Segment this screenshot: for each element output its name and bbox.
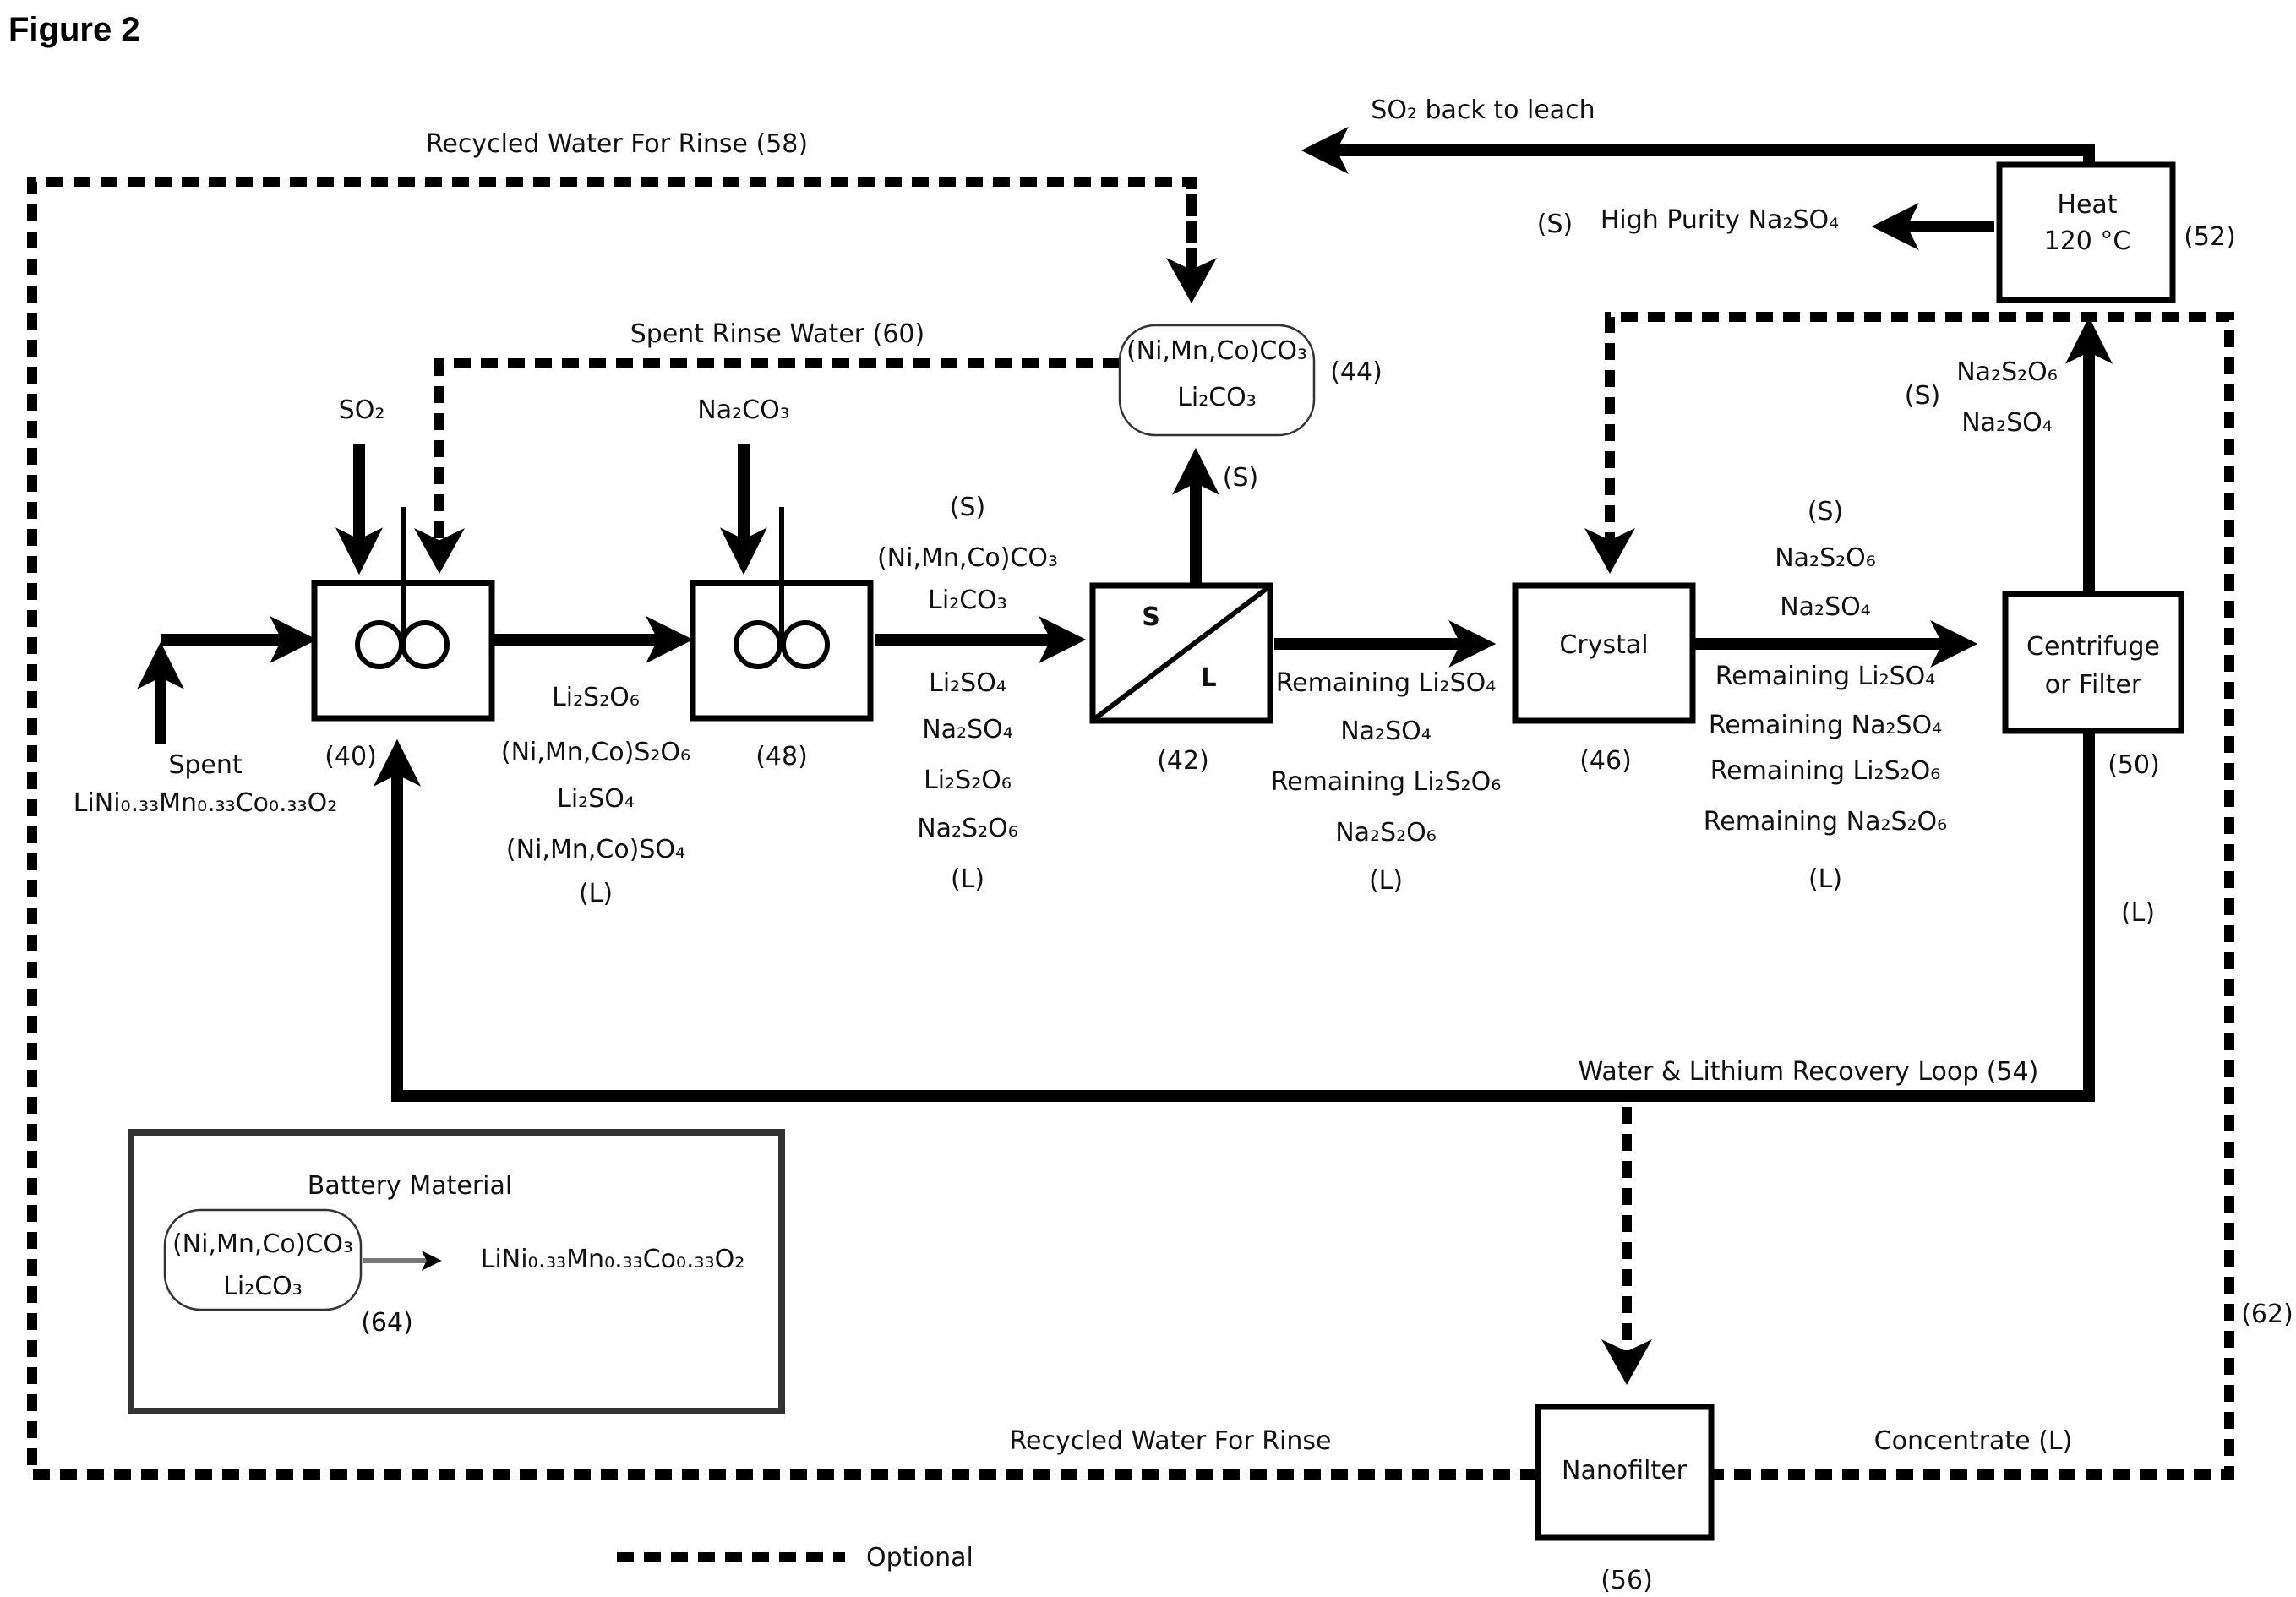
stream-label: Li₂SO₄ bbox=[929, 668, 1006, 698]
centrifuge-solid-item: Na₂S₂O₆ bbox=[1956, 357, 2058, 387]
na2co3-input-label: Na₂CO₃ bbox=[697, 395, 789, 425]
centrifuge-or-filter bbox=[2002, 591, 2184, 734]
stream-label: (Ni,Mn,Co)S₂O₆ bbox=[501, 738, 690, 767]
stream-label: Na₂S₂O₆ bbox=[1335, 818, 1437, 848]
crystallizer bbox=[1512, 582, 1696, 724]
heater-line1: Heat bbox=[2057, 190, 2117, 220]
leach-reactor-ref: (40) bbox=[324, 742, 377, 771]
centrifuge-solid-phase: (S) bbox=[1905, 381, 1940, 411]
spent-rinse-water-line bbox=[414, 358, 1120, 574]
solid-liquid-separator bbox=[1089, 582, 1273, 724]
stream-label: Na₂SO₄ bbox=[1780, 592, 1871, 622]
heater bbox=[1996, 161, 2176, 303]
precipitation-reactor bbox=[690, 507, 874, 722]
stream-label: Na₂S₂O₆ bbox=[1775, 543, 1876, 573]
nanofilter bbox=[1535, 1404, 1715, 1541]
concentrate-recycle-line bbox=[1584, 312, 2234, 1480]
centrifuge-solid-item: Na₂SO₄ bbox=[1961, 408, 2053, 438]
stream-label: Li₂S₂O₆ bbox=[552, 683, 640, 712]
centrifuge-ref: (50) bbox=[2108, 750, 2160, 780]
stream-label: Na₂SO₄ bbox=[1340, 717, 1432, 746]
separator-solid-label: S bbox=[1142, 602, 1160, 632]
stream-label: Remaining Li₂SO₄ bbox=[1715, 662, 1936, 691]
separator-ref: (42) bbox=[1157, 746, 1209, 776]
high-purity-phase-label: (S) bbox=[1537, 210, 1573, 239]
stream-label: (L) bbox=[951, 864, 984, 894]
stream-label: Li₂SO₄ bbox=[557, 784, 635, 814]
separator-liquid-label: L bbox=[1200, 663, 1216, 693]
crystallizer-ref: (46) bbox=[1579, 746, 1632, 776]
high-purity-na2so4-label: High Purity Na₂SO₄ bbox=[1601, 205, 1839, 235]
crystal-solid-stream-labels: (S) Na₂S₂O₆ Na₂SO₄ bbox=[1775, 497, 1876, 622]
spent-input-label: Spent bbox=[168, 750, 243, 780]
stream-label: (S) bbox=[950, 493, 985, 522]
battery-material-title: Battery Material bbox=[308, 1171, 512, 1201]
nanofilter-label: Nanofilter bbox=[1562, 1456, 1688, 1485]
stream-label: Remaining Na₂S₂O₆ bbox=[1704, 807, 1947, 837]
legend-optional-label: Optional bbox=[866, 1543, 973, 1572]
battery-product-formula: LiNi₀.₃₃Mn₀.₃₃Co₀.₃₃O₂ bbox=[481, 1245, 745, 1274]
leach-out-stream-labels: Li₂S₂O₆ (Ni,Mn,Co)S₂O₆ Li₂SO₄ (Ni,Mn,Co)… bbox=[501, 683, 690, 908]
centrifuge-line2: or Filter bbox=[2045, 670, 2142, 700]
stream-label: Remaining Li₂SO₄ bbox=[1276, 668, 1497, 698]
concentrate-label: Concentrate (L) bbox=[1874, 1426, 2073, 1456]
battery-precursor-line2: Li₂CO₃ bbox=[223, 1272, 303, 1301]
spent-material-formula: LiNi₀.₃₃Mn₀.₃₃Co₀.₃₃O₂ bbox=[74, 788, 338, 818]
so2-input-label: SO₂ bbox=[339, 395, 385, 425]
stream-label: (S) bbox=[1808, 497, 1843, 526]
stream-label: (Ni,Mn,Co)SO₄ bbox=[506, 835, 685, 864]
leach-reactor bbox=[311, 507, 495, 722]
carbonate-product-ref: (44) bbox=[1330, 357, 1383, 387]
recovery-loop-54-label: Water & Lithium Recovery Loop (54) bbox=[1579, 1057, 2039, 1087]
precip-reactor-ref: (48) bbox=[755, 742, 808, 771]
crystallizer-label: Crystal bbox=[1559, 630, 1648, 660]
crystal-liquid-stream-labels: Remaining Li₂SO₄ Remaining Na₂SO₄ Remain… bbox=[1704, 662, 1947, 894]
stream-label: Remaining Li₂S₂O₆ bbox=[1710, 756, 1941, 786]
so2-back-to-leach-label: SO₂ back to leach bbox=[1371, 95, 1595, 125]
so2-back-arrow bbox=[1301, 127, 2095, 174]
stream-label: (L) bbox=[1369, 866, 1403, 896]
carbonate-product-line1: (Ni,Mn,Co)CO₃ bbox=[1126, 336, 1307, 366]
stream-label: Na₂SO₄ bbox=[922, 715, 1013, 744]
stream-label: (Ni,Mn,Co)CO₃ bbox=[877, 543, 1058, 573]
stream-label: Remaining Na₂SO₄ bbox=[1709, 711, 1942, 740]
heater-line2: 120 °C bbox=[2044, 226, 2131, 256]
centrifuge-line1: Centrifuge bbox=[2026, 632, 2160, 662]
stream-label: (L) bbox=[579, 879, 613, 908]
separator-liquid-stream-labels: Remaining Li₂SO₄ Na₂SO₄ Remaining Li₂S₂O… bbox=[1271, 668, 1502, 896]
water-lithium-recovery-loop bbox=[374, 731, 2095, 1102]
centrifuge-liquid-label: (L) bbox=[2121, 898, 2155, 928]
recycled-water-label: Recycled Water For Rinse bbox=[1010, 1426, 1332, 1456]
stream-label: Na₂S₂O₆ bbox=[917, 814, 1018, 843]
spent-rinse-water-60-label: Spent Rinse Water (60) bbox=[630, 319, 924, 349]
heater-ref: (52) bbox=[2184, 222, 2236, 252]
carbonate-product bbox=[1118, 324, 1316, 437]
figure-title: Figure 2 bbox=[8, 11, 140, 48]
battery-precursor-line1: (Ni,Mn,Co)CO₃ bbox=[172, 1229, 353, 1259]
battery-material-ref: (64) bbox=[361, 1308, 413, 1338]
carbonate-product-line2: Li₂CO₃ bbox=[1177, 383, 1257, 412]
precip-solid-stream-labels: (S) (Ni,Mn,Co)CO₃ Li₂CO₃ bbox=[877, 493, 1058, 615]
stream-label: Li₂S₂O₆ bbox=[924, 766, 1012, 795]
loop-62-ref: (62) bbox=[2241, 1300, 2293, 1329]
nanofilter-ref: (56) bbox=[1601, 1566, 1653, 1595]
precip-liquid-stream-labels: Li₂SO₄ Na₂SO₄ Li₂S₂O₆ Na₂S₂O₆ (L) bbox=[917, 668, 1018, 894]
separator-solid-stream-label: (S) bbox=[1223, 463, 1258, 493]
stream-label: Remaining Li₂S₂O₆ bbox=[1271, 767, 1502, 797]
stream-label: (L) bbox=[1808, 864, 1842, 894]
battery-precursor bbox=[163, 1208, 363, 1311]
recycled-water-58-label: Recycled Water For Rinse (58) bbox=[426, 129, 808, 159]
battery-material-box bbox=[128, 1129, 785, 1414]
stream-label: Li₂CO₃ bbox=[928, 586, 1007, 615]
